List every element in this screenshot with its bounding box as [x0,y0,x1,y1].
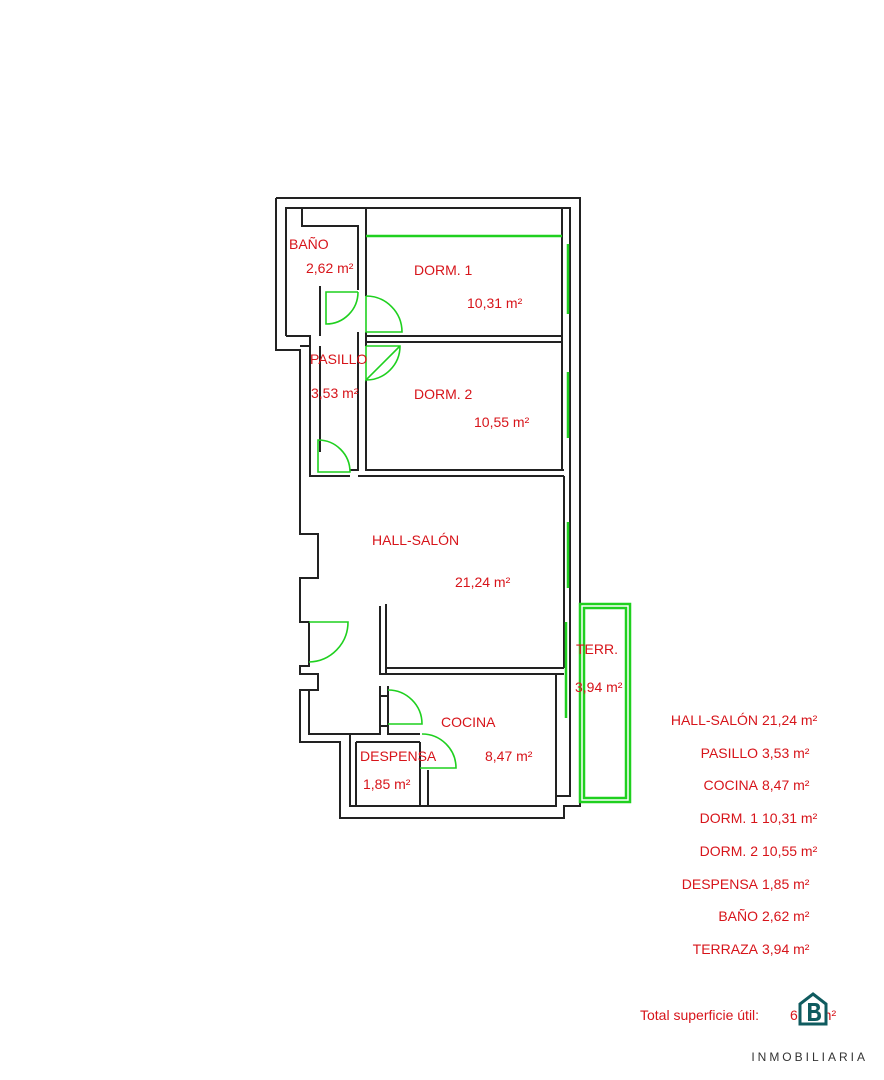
legend-room-area: 8,47 m² [762,777,810,794]
doors [308,291,457,769]
legend-room-area: 10,55 m² [762,842,818,859]
room-label-hall: HALL-SALÓN [372,532,459,548]
legend-room-area: 10,31 m² [762,810,818,827]
legend-room-name: DORM. 1 [699,810,758,827]
interior-walls [350,476,565,806]
room-label-despensa: DESPENSA [360,748,437,764]
legend-room-name: COCINA [703,777,758,794]
room-area-cocina: 8,47 m² [485,748,533,764]
room-label-bano: BAÑO [289,236,329,252]
legend-room-area: 3,94 m² [762,940,810,957]
room-label-cocina: COCINA [441,714,496,730]
legend-room-name: PASILLO [700,744,758,761]
room-area-pasillo: 3,53 m² [311,385,359,401]
room-area-hall: 21,24 m² [455,574,511,590]
legend-room-area: 2,62 m² [762,908,810,925]
total-label: Total superficie útil: [640,1007,760,1023]
legend-room-area: 21,24 m² [762,712,818,728]
room-label-pasillo: PASILLO [310,351,367,367]
room-area-dorm1: 10,31 m² [467,295,523,311]
legend-room-name: BAÑO [718,908,758,925]
bathroom-walls [285,207,359,477]
legend-room-name: HALL-SALÓN [670,712,758,728]
bedroom-walls [350,207,564,477]
room-label-terr: TERR. [576,641,618,657]
legend-room-name: TERRAZA [692,940,758,957]
room-area-terr: 3,94 m² [575,679,623,695]
legend-room-area: 3,53 m² [762,744,810,761]
room-area-dorm2: 10,55 m² [474,414,530,430]
outer-walls [275,197,581,819]
room-label-dorm1: DORM. 1 [414,262,473,278]
legend-room-area: 1,85 m² [762,875,810,892]
room-area-bano: 2,62 m² [306,260,354,276]
windows [366,234,570,588]
brand-name: INMOBILIARIA [751,1050,868,1064]
legend-room-name: DORM. 2 [699,842,758,859]
terrace-outline [564,602,632,804]
room-area-despensa: 1,85 m² [363,776,411,792]
legend-room-name: DESPENSA [681,875,758,892]
brand-logo-icon [798,992,828,1026]
room-label-dorm2: DORM. 2 [414,386,473,402]
